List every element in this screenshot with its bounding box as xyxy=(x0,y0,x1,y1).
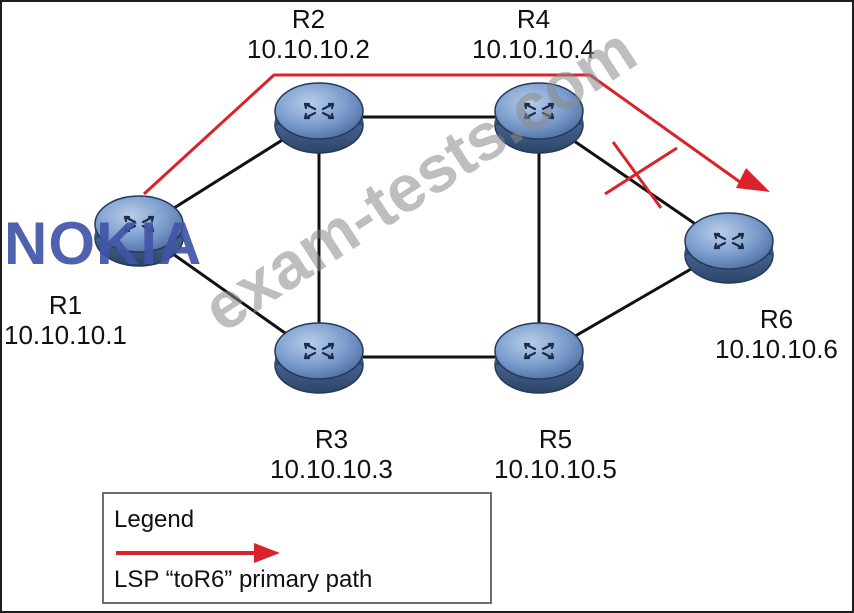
router-ip: 10.10.10.4 xyxy=(472,34,595,64)
router-ip: 10.10.10.5 xyxy=(494,454,617,484)
router-r5-icon xyxy=(494,322,584,394)
router-label-r1: R1 10.10.10.1 xyxy=(4,290,127,350)
router-r1-icon xyxy=(94,195,184,267)
router-name: R1 xyxy=(48,290,83,320)
router-ip: 10.10.10.3 xyxy=(270,454,393,484)
router-name: R2 xyxy=(291,4,326,34)
router-r2-icon xyxy=(274,82,364,154)
router-ip: 10.10.10.1 xyxy=(4,320,127,350)
router-r6-icon xyxy=(684,212,774,284)
legend-title: Legend xyxy=(114,506,195,533)
router-label-r2: R2 10.10.10.2 xyxy=(247,4,370,64)
router-name: R3 xyxy=(314,424,349,454)
router-name: R4 xyxy=(516,4,551,34)
legend-box: Legend LSP “toR6” primary path xyxy=(102,492,492,604)
nokia-logo: NOKIA xyxy=(4,210,203,277)
lsp-arrowhead xyxy=(736,168,770,192)
router-ip: 10.10.10.2 xyxy=(247,34,370,64)
router-name: R6 xyxy=(759,304,794,334)
legend-item-label: LSP “toR6” primary path xyxy=(114,566,373,593)
lsp-primary-path xyxy=(142,73,741,196)
legend-arrow xyxy=(116,543,280,563)
router-r3-icon xyxy=(274,322,364,394)
router-label-r3: R3 10.10.10.3 xyxy=(270,424,393,484)
router-name: R5 xyxy=(538,424,573,454)
router-ip: 10.10.10.6 xyxy=(715,334,838,364)
link-failure-mark xyxy=(604,141,678,209)
router-r4-icon xyxy=(494,82,584,154)
router-label-r6: R6 10.10.10.6 xyxy=(715,304,838,364)
router-label-r4: R4 10.10.10.4 xyxy=(472,4,595,64)
router-label-r5: R5 10.10.10.5 xyxy=(494,424,617,484)
